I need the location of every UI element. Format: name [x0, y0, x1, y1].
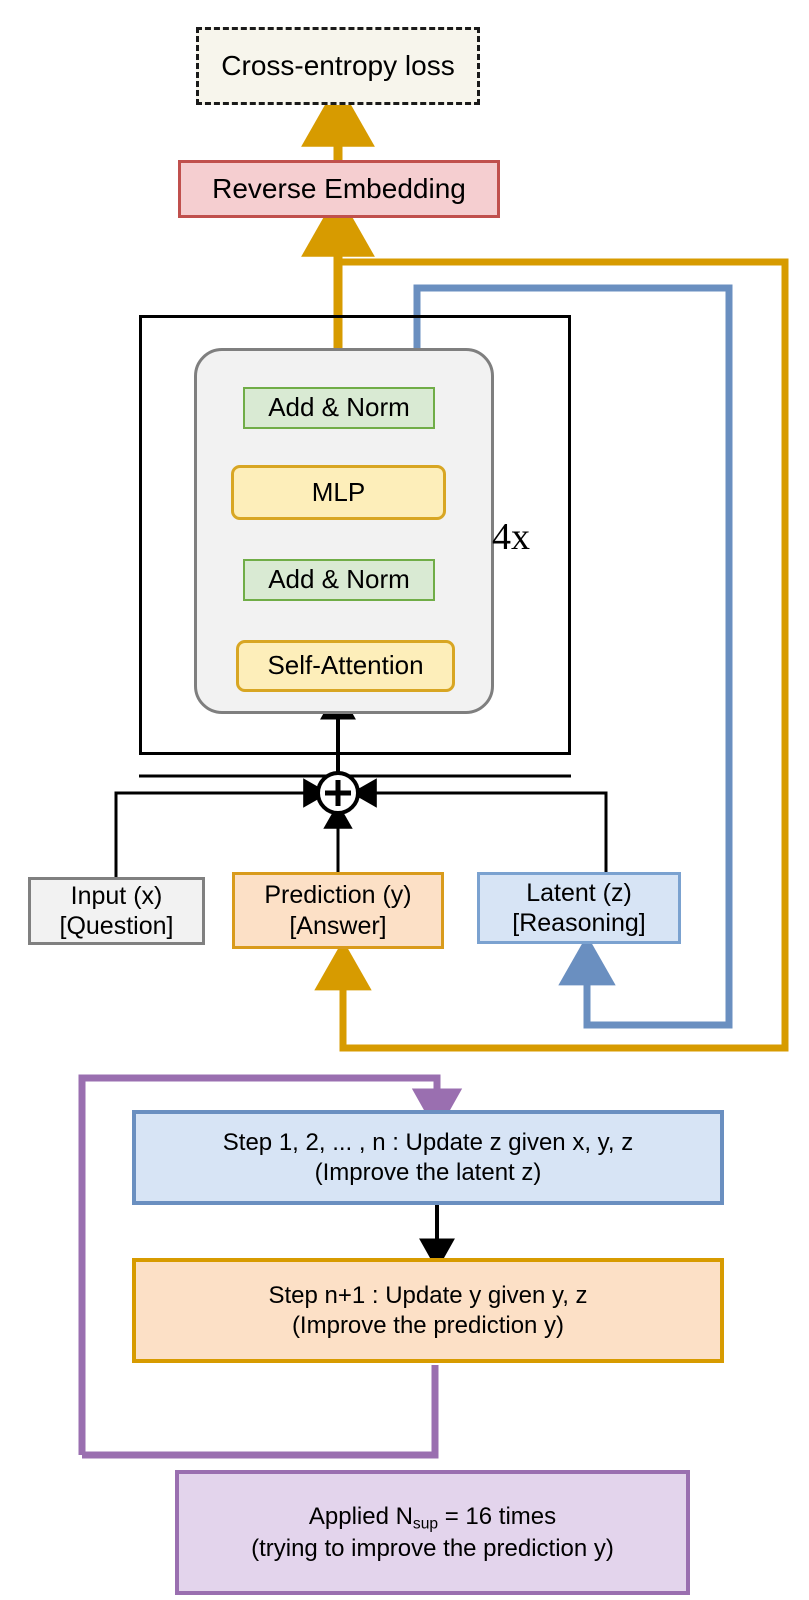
self-attention-label: Self-Attention: [267, 650, 424, 681]
applied-nsup-box: Applied Nsup = 16 times (trying to impro…: [175, 1470, 690, 1595]
input-x-line2: [Question]: [59, 912, 174, 940]
step-update-z-line1: Step 1, 2, ... , n : Update z given x, y…: [222, 1129, 634, 1157]
step-update-z-line2: (Improve the latent z): [314, 1158, 542, 1186]
transformer-outer-box: [139, 315, 571, 755]
latent-z-line2: [Reasoning]: [512, 909, 646, 937]
repeat-count-label: 4x: [492, 516, 530, 558]
cross-entropy-loss-box: Cross-entropy loss: [196, 27, 480, 105]
applied-nsup-line2: (trying to improve the prediction y): [251, 1534, 614, 1562]
prediction-y-line2: [Answer]: [289, 911, 387, 940]
mlp-label: MLP: [311, 476, 366, 507]
wire-purple-loop: [78, 1074, 463, 1455]
prediction-y-line1: Prediction (y): [264, 881, 412, 909]
applied-nsup-prefix: Applied N: [308, 1503, 413, 1531]
applied-nsup-subscript: sup: [412, 1515, 439, 1533]
latent-z-box: Latent (z) [Reasoning]: [477, 872, 681, 944]
mlp-box: MLP: [231, 465, 446, 520]
add-norm-bottom-box: Add & Norm: [243, 559, 435, 601]
reverse-embedding-label: Reverse Embedding: [212, 172, 466, 204]
wire-blue-feedback: [413, 284, 733, 1029]
add-norm-top-label: Add & Norm: [268, 392, 410, 423]
self-attention-box: Self-Attention: [236, 640, 455, 692]
applied-nsup-suffix: = 16 times: [438, 1503, 557, 1531]
step-update-z-box: Step 1, 2, ... , n : Update z given x, y…: [132, 1110, 724, 1205]
step-update-y-line2: (Improve the prediction y): [291, 1311, 565, 1339]
reverse-embedding-box: Reverse Embedding: [178, 160, 500, 218]
applied-nsup-line1: Applied Nsup = 16 times: [309, 1502, 556, 1533]
prediction-y-box: Prediction (y) [Answer]: [232, 872, 444, 949]
input-x-box: Input (x) [Question]: [28, 877, 205, 945]
step-update-y-box: Step n+1 : Update y given y, z (Improve …: [132, 1258, 724, 1363]
latent-z-line1: Latent (z): [526, 878, 632, 907]
wire-latent-to-merge: [350, 778, 608, 877]
wire-orange-feedback: [314, 258, 789, 1052]
add-norm-bottom-label: Add & Norm: [268, 564, 410, 595]
cross-entropy-loss-label: Cross-entropy loss: [221, 49, 455, 81]
wire-input-to-merge: [114, 778, 330, 877]
wire-purple-return: [82, 1365, 439, 1459]
input-x-line1: Input (x): [70, 881, 163, 910]
add-norm-top-box: Add & Norm: [243, 387, 435, 429]
step-update-y-line1: Step n+1 : Update y given y, z: [268, 1282, 588, 1310]
